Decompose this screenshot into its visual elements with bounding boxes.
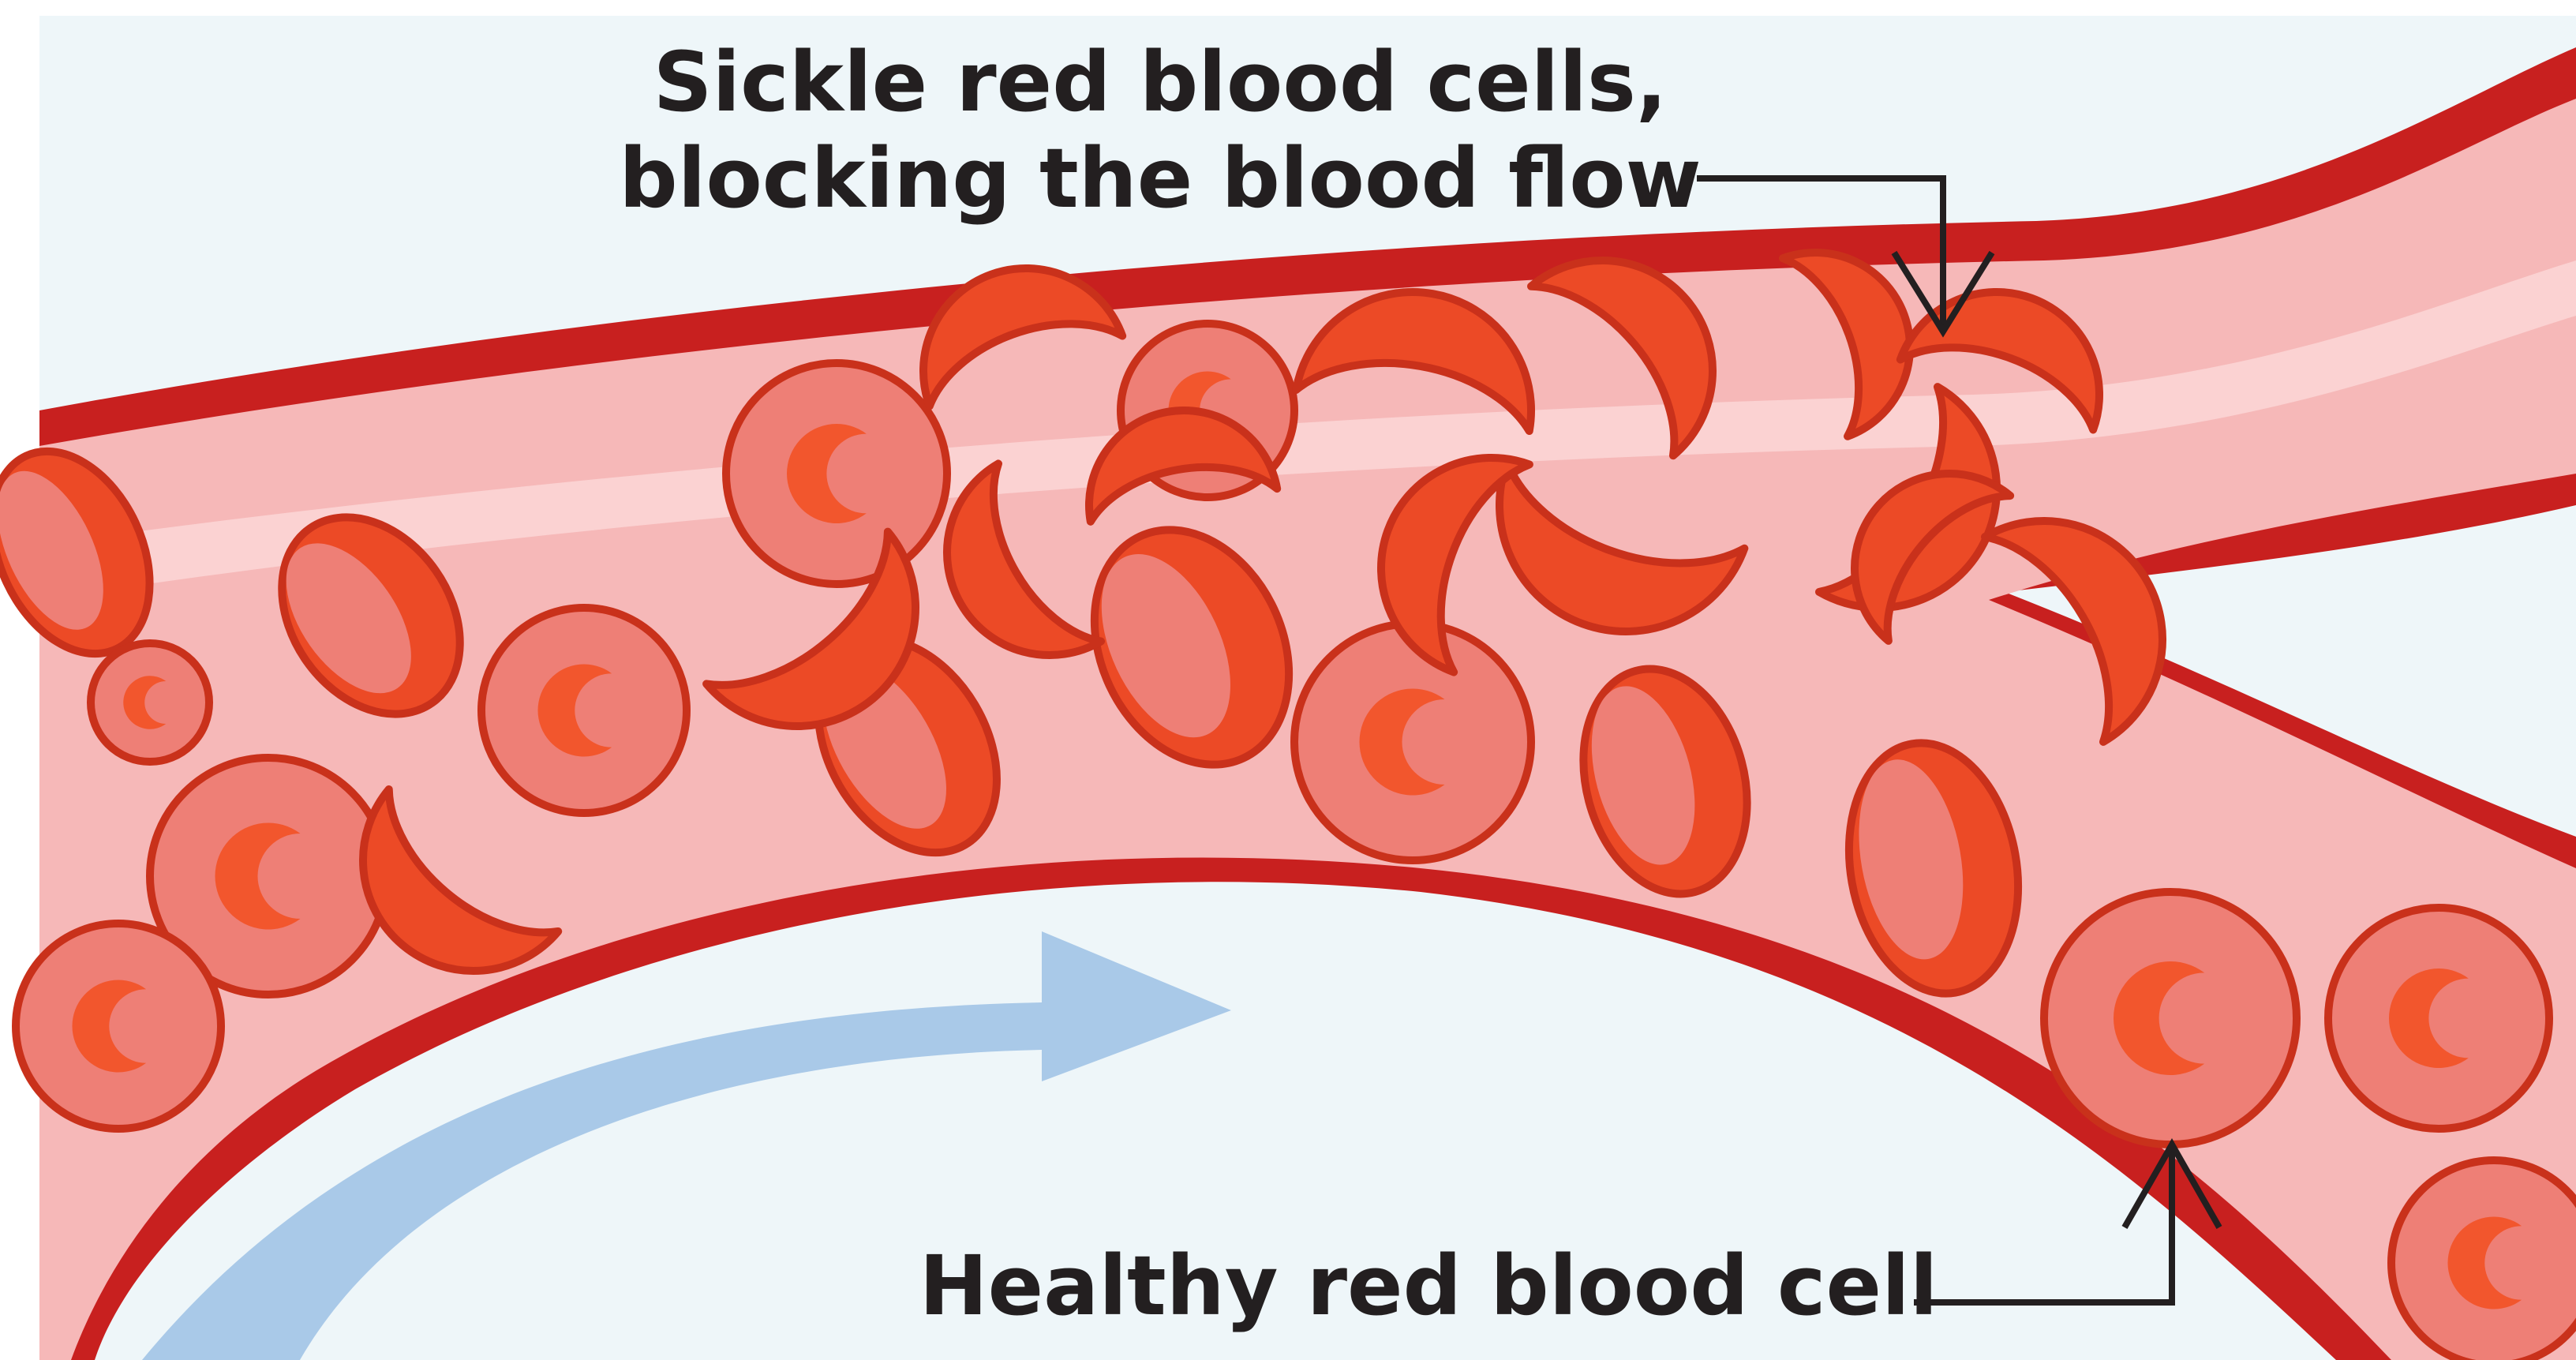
healthy-red-blood-cell [91,643,209,762]
healthy-red-blood-cell [16,924,221,1129]
sickle-cells-label-line2: blocking the blood flow [619,130,1701,227]
healthy-red-blood-cell [481,608,687,813]
healthy-cell-label: Healthy red blood cell [919,1238,1938,1334]
sickle-cells-label-line1: Sickle red blood cells, [653,34,1668,130]
healthy-red-blood-cell [1294,624,1531,860]
healthy-red-blood-cell [2044,892,2297,1145]
healthy-red-blood-cell [726,363,947,584]
healthy-red-blood-cell [2328,908,2549,1129]
